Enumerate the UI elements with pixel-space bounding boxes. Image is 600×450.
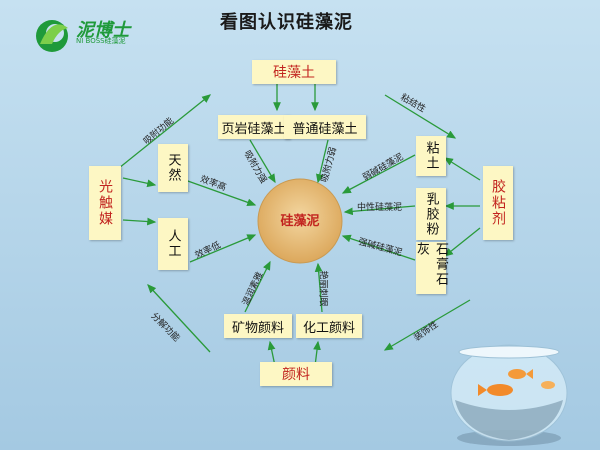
- node-latex-powder: 乳胶粉: [416, 188, 446, 240]
- arrow-natural-center: [184, 179, 257, 207]
- arrow-photo-artificial: [122, 217, 157, 226]
- arrow-binder-gypsum: [443, 227, 481, 257]
- node-pigment: 颜料: [260, 362, 332, 386]
- center-circle: [257, 178, 343, 264]
- arrow-latex-center: [343, 205, 416, 216]
- node-photocatalyst: 光触媒: [89, 166, 121, 240]
- fishbowl-illustration: [450, 344, 568, 446]
- arrow-photo-top: [118, 94, 212, 169]
- node-normal-diatomite: 普通硅藻土: [284, 115, 366, 139]
- logo-brand: 泥博士: [76, 20, 130, 41]
- arrow-normal-center: [316, 139, 329, 184]
- arrow-binder-top: [384, 94, 457, 139]
- page-title: 看图认识硅藻泥: [220, 12, 353, 33]
- node-clay: 粘土: [416, 136, 446, 176]
- arrow-binder-clay: [443, 157, 481, 181]
- arrow-artificial-center: [189, 234, 257, 263]
- edge-label-latex: 中性硅藻泥: [357, 203, 403, 213]
- edge-label-chemical: 艳丽刺眼: [317, 270, 328, 307]
- node-diatomite: 硅藻土: [252, 60, 336, 84]
- center-label: 硅藻泥: [280, 214, 320, 229]
- arrow-gypsum-center: [341, 234, 416, 261]
- node-binder: 胶粘剂: [483, 166, 513, 240]
- node-natural: 天然: [158, 144, 188, 192]
- node-gypsum-lime: 石膏石灰: [414, 242, 448, 294]
- arrow-clay-center: [341, 154, 416, 194]
- leaf-logo-icon: [36, 20, 68, 52]
- arrow-binder-bottom: [383, 299, 471, 351]
- logo-subtitle: NI BOSS硅藻泥: [76, 37, 126, 45]
- arrow-mineral-center: [244, 260, 271, 313]
- arrow-chemical-center: [314, 262, 323, 313]
- arrow-photo-bottom: [147, 284, 211, 353]
- node-shale-diatomite: 页岩硅藻土: [218, 115, 290, 139]
- node-mineral-pigment: 矿物颜料: [224, 314, 292, 338]
- arrow-photo-natural: [122, 177, 157, 188]
- node-artificial: 人工: [158, 218, 188, 270]
- node-chemical-pigment: 化工颜料: [296, 314, 362, 338]
- arrow-shale-center: [249, 139, 276, 184]
